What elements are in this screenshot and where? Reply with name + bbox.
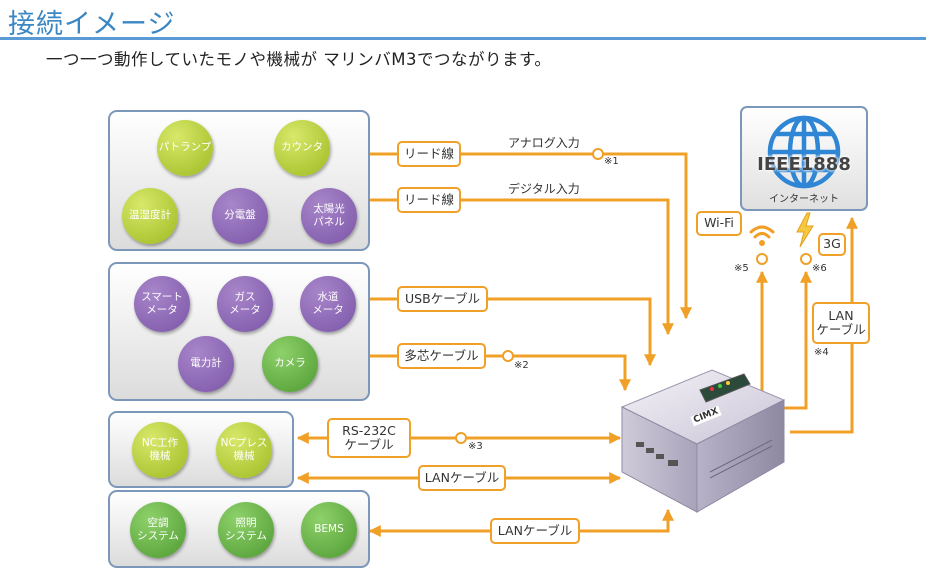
lan-cable-tag-2: LANケーブル <box>490 518 580 544</box>
3g-line <box>775 270 812 410</box>
analog-line <box>370 152 692 320</box>
marimba-m3-device <box>620 369 786 513</box>
note-2: ※2 <box>514 360 529 371</box>
note-4: ※4 <box>814 347 829 358</box>
page-subtitle: 一つ一つ動作していたモノや機械が マリンバM3でつながります。 <box>46 50 552 69</box>
title-rule <box>0 37 926 40</box>
junction-6 <box>800 253 812 265</box>
note-1: ※1 <box>604 156 619 167</box>
device-nc-press: NCプレス 機械 <box>216 422 272 478</box>
note-6: ※6 <box>812 263 827 274</box>
junction-1 <box>592 148 604 160</box>
device-water-meter: 水道 メータ <box>300 276 356 332</box>
junction-5 <box>756 253 768 265</box>
lead-wire-tag-1: リード線 <box>397 141 461 167</box>
3g-tag: 3G <box>818 233 846 256</box>
device-hvac-system: 空調 システム <box>130 502 186 558</box>
device-thermo-hygrometer: 温湿度計 <box>122 188 178 244</box>
junction-3 <box>455 432 467 444</box>
digital-line <box>370 198 674 336</box>
wifi-icon <box>749 225 775 246</box>
device-counter: カウンタ <box>274 120 330 176</box>
globe-icon <box>767 115 841 189</box>
wifi-tag: Wi-Fi <box>696 211 742 236</box>
device-nc-machine-tool: NC工作 機械 <box>132 422 188 478</box>
device-gas-meter: ガス メータ <box>217 276 273 332</box>
lan-line-2 <box>368 508 674 537</box>
digital-input-label: デジタル入力 <box>508 182 580 196</box>
device-solar-panel: 太陽光 パネル <box>301 188 357 244</box>
note-5: ※5 <box>734 263 749 274</box>
junction-2 <box>502 350 514 362</box>
internet-label: インターネット <box>769 194 839 205</box>
device-distribution-board: 分電盤 <box>212 188 268 244</box>
lead-wire-tag-2: リード線 <box>397 187 461 213</box>
note-3: ※3 <box>468 441 483 452</box>
device-bems: BEMS <box>301 502 357 558</box>
lan-cable-tag-1: LANケーブル <box>418 465 506 491</box>
page-title: 接続イメージ <box>8 9 176 40</box>
device-smart-meter: スマート メータ <box>134 276 190 332</box>
rs232c-cable-tag: RS-232C ケーブル <box>327 418 411 458</box>
device-camera: カメラ <box>262 336 318 392</box>
analog-input-label: アナログ入力 <box>508 136 580 150</box>
device-lighting-system: 照明 システム <box>218 502 274 558</box>
usb-cable-tag: USBケーブル <box>397 286 488 312</box>
ieee1888-label: IEEE1888 <box>757 154 851 175</box>
device-power-meter: 電力計 <box>178 336 234 392</box>
lan-uplink-line <box>790 216 858 434</box>
device-patlamp: パトランプ <box>157 120 213 176</box>
multicore-cable-tag: 多芯ケーブル <box>397 343 486 369</box>
lan-uplink-tag: LAN ケーブル <box>812 302 870 344</box>
lightning-icon <box>796 212 814 248</box>
